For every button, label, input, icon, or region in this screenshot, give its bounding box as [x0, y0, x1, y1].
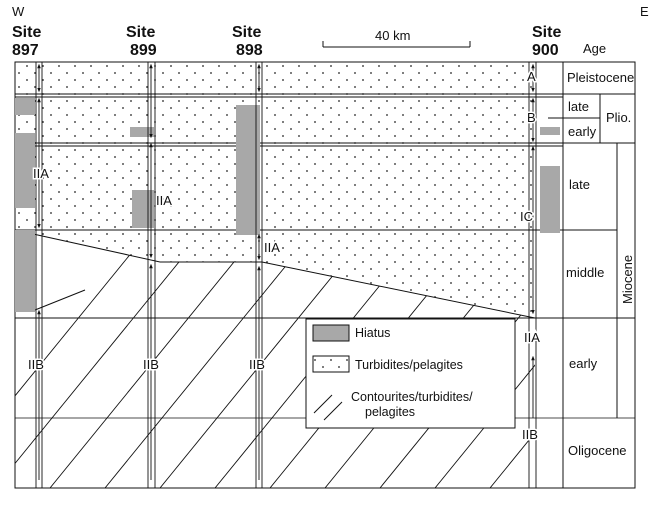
legend-turbidites-label: Turbidites/pelagites — [355, 358, 463, 372]
age-miocene: Miocene — [620, 255, 635, 304]
legend-contourites-label-1: Contourites/turbidites/ — [351, 390, 473, 404]
unit-label-IIA-897: IIA — [33, 166, 49, 181]
age-pleistocene: Pleistocene — [567, 70, 634, 85]
legend-turbidites-swatch — [312, 355, 350, 373]
site-897-word: Site — [12, 24, 41, 41]
age-plio-late: late — [568, 99, 589, 114]
unit-label-IIB-899: IIB — [143, 357, 159, 372]
age-plio-early: early — [568, 124, 597, 139]
site-898-number: 898 — [236, 42, 263, 59]
site-900-word: Site — [532, 24, 561, 41]
facies-boundary — [14, 229, 536, 319]
age-mio-late: late — [569, 177, 590, 192]
scale-bar — [322, 41, 471, 48]
unit-label-IIB-898: IIB — [249, 357, 265, 372]
age-pliocene: Plio. — [606, 110, 631, 125]
age-mio-early: early — [569, 356, 598, 371]
site-899-word: Site — [126, 24, 155, 41]
site-900-number: 900 — [532, 42, 559, 59]
unit-label-IIA-898: IIA — [264, 240, 280, 255]
unit-label-IIB-897: IIB — [28, 357, 44, 372]
legend: Hiatus Turbidites/pelagites Contourites/… — [305, 318, 516, 429]
legend-hiatus-swatch — [312, 324, 350, 342]
age-mio-middle: middle — [566, 265, 604, 280]
site-897-number: 897 — [12, 42, 39, 59]
site-columns — [35, 62, 537, 488]
unit-label-IIA-899: IIA — [156, 193, 172, 208]
legend-contourites-swatch — [313, 394, 343, 421]
compass-east: E — [640, 4, 649, 19]
site-899-number: 899 — [130, 42, 157, 59]
unit-label-IIB-900: IIB — [522, 427, 538, 442]
legend-contourites-label-2: pelagites — [365, 405, 415, 419]
turbidites-area — [15, 62, 535, 318]
age-header: Age — [583, 41, 606, 56]
unit-label-IIA-900: IIA — [524, 330, 540, 345]
scale-bar-label: 40 km — [375, 28, 410, 43]
unit-arrows — [37, 63, 535, 480]
site-898-word: Site — [232, 24, 261, 41]
compass-west: W — [12, 4, 25, 19]
age-oligocene: Oligocene — [568, 443, 627, 458]
unit-label-A: A — [527, 69, 536, 84]
unit-label-IC: IC — [520, 209, 533, 224]
legend-hiatus-label: Hiatus — [355, 326, 390, 340]
unit-label-B: B — [527, 110, 536, 125]
